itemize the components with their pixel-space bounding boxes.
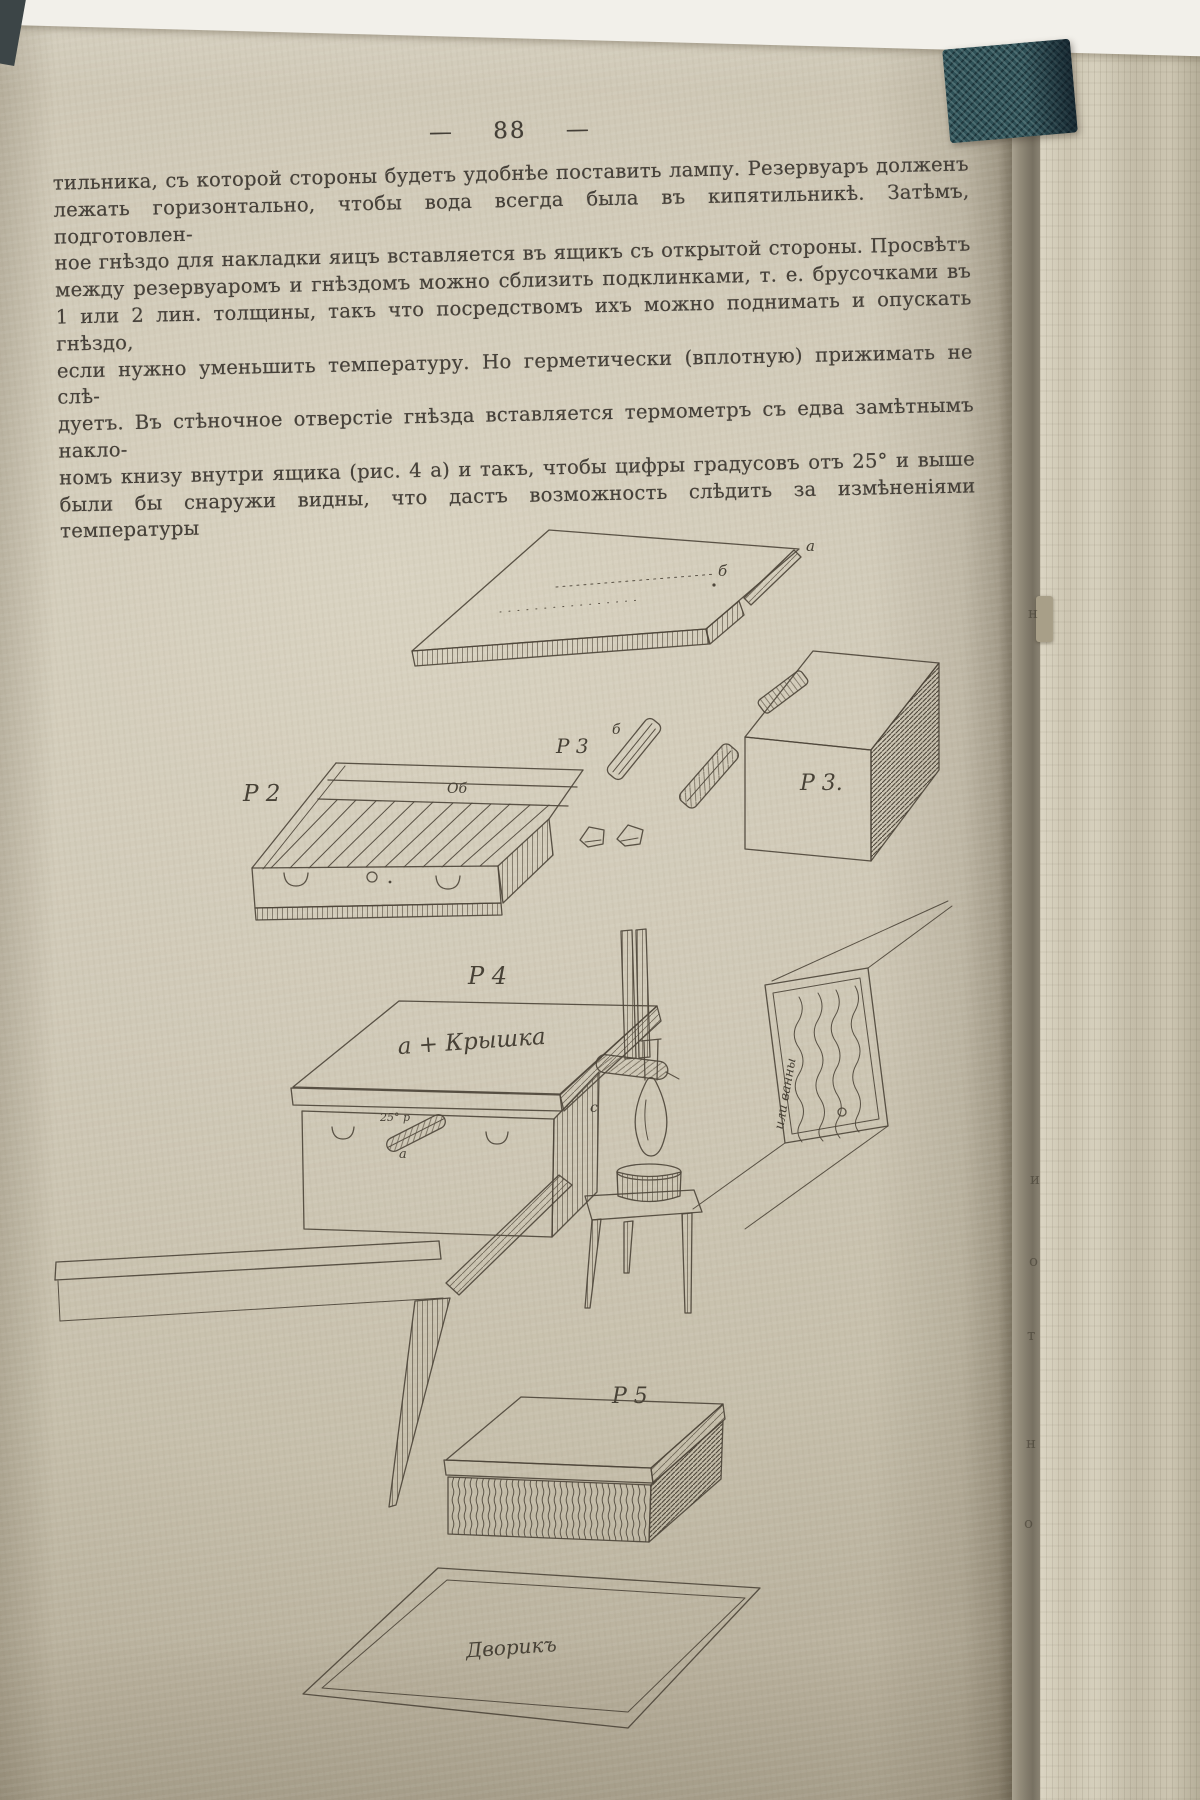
page-edge-tab [1036,596,1053,642]
body-paragraph: тильника, съ которой стороны будетъ удоб… [53,151,977,545]
page-content: — 88 — тильника, съ которой стороны буде… [52,108,977,545]
edge-peek-letter: о [1024,1514,1034,1532]
page-number: — 88 — [428,116,592,146]
edge-peek-letter: т [1027,1326,1036,1344]
edge-peek-letter: о [1029,1252,1039,1270]
edge-peek-letter: и [1030,1170,1040,1188]
book-page-edges [1040,0,1200,1800]
edge-peek-letter: н [1026,1434,1036,1452]
edge-peek-letter: н [1028,604,1038,622]
